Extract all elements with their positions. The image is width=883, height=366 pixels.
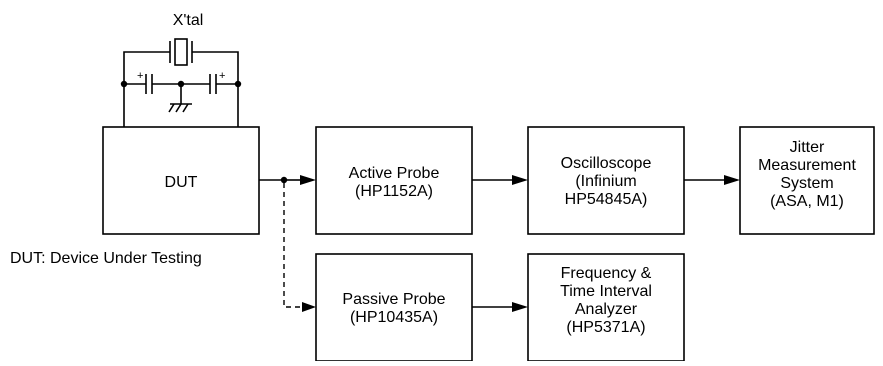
passive-probe-label: Passive Probe bbox=[342, 291, 445, 308]
cap2-plus: + bbox=[219, 70, 225, 82]
junction-dot-left bbox=[120, 80, 128, 88]
arrow-to-jitter-system bbox=[724, 175, 740, 185]
arrow-to-analyzer bbox=[512, 302, 528, 312]
arrow-to-passive-probe bbox=[302, 302, 316, 312]
dut-label: DUT bbox=[165, 174, 198, 191]
cap1-plus: + bbox=[137, 70, 143, 82]
analyzer-label-line2: Time Interval bbox=[560, 283, 652, 300]
passive-probe-model: (HP10435A) bbox=[350, 309, 438, 326]
jitter-label-line4: (ASA, M1) bbox=[770, 193, 844, 210]
active-probe-model: (HP1152A) bbox=[355, 183, 433, 200]
jitter-system-box bbox=[739, 126, 875, 235]
oscilloscope-label: Oscilloscope bbox=[561, 155, 652, 172]
passive-probe-box bbox=[315, 253, 473, 362]
analyzer-box bbox=[527, 253, 685, 362]
analyzer-label-line4: (HP5371A) bbox=[566, 319, 645, 336]
dut-legend: DUT: Device Under Testing bbox=[10, 250, 202, 267]
active-probe-label: Active Probe bbox=[349, 165, 440, 182]
jitter-label-line2: Measurement bbox=[758, 157, 856, 174]
oscilloscope-box bbox=[527, 126, 685, 235]
analyzer-label-line1: Frequency & bbox=[561, 265, 652, 282]
arrow-to-oscilloscope bbox=[512, 175, 528, 185]
junction-dot-right bbox=[234, 80, 242, 88]
dashed-wire-to-passive-probe bbox=[283, 183, 302, 308]
dut-box bbox=[102, 126, 260, 235]
ground-icon-hatch-1 bbox=[168, 103, 175, 113]
jitter-label-line1: Jitter bbox=[790, 139, 825, 156]
crystal-top-wire-right bbox=[192, 51, 239, 127]
crystal-label: X'tal bbox=[173, 12, 204, 29]
crystal-body bbox=[174, 38, 188, 66]
active-probe-box bbox=[315, 126, 473, 235]
analyzer-label-line3: Analyzer bbox=[575, 301, 638, 318]
ground-icon-hatch-3 bbox=[182, 103, 189, 113]
arrow-to-active-probe bbox=[300, 175, 316, 185]
oscilloscope-model-line1: (Infinium bbox=[575, 173, 636, 190]
crystal-top-wire bbox=[123, 51, 170, 127]
jitter-label-line3: System bbox=[780, 175, 833, 192]
ground-icon-hatch-2 bbox=[175, 103, 182, 113]
oscilloscope-model-line2: HP54845A) bbox=[565, 191, 648, 208]
